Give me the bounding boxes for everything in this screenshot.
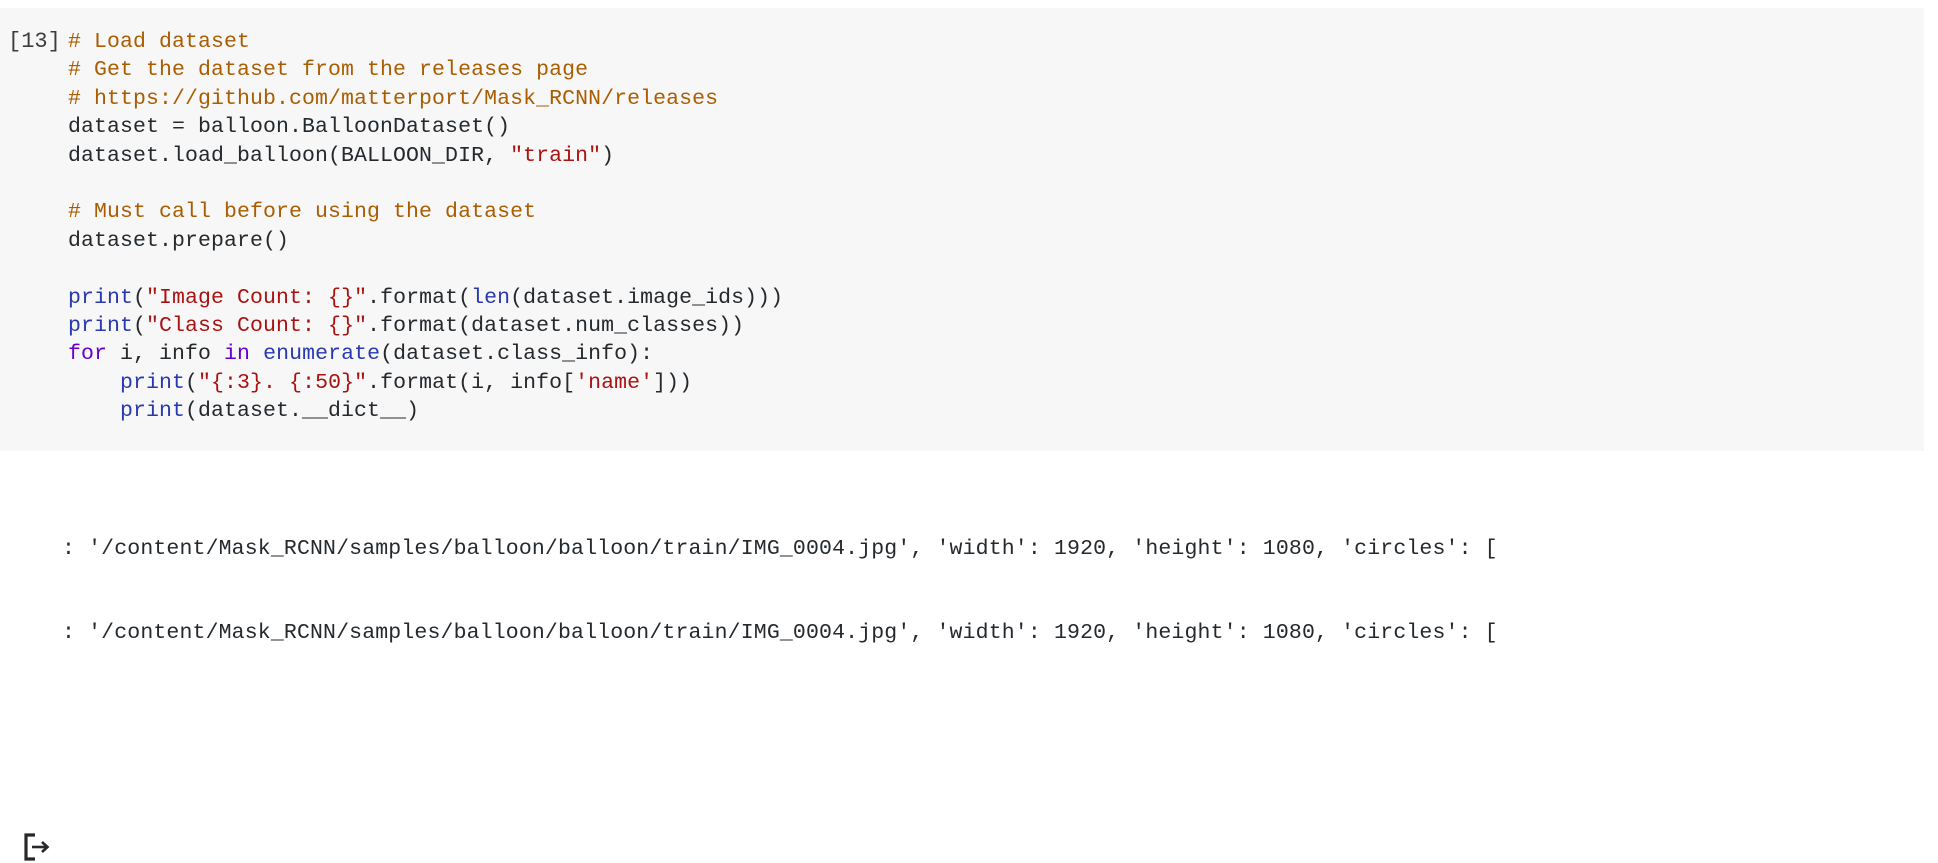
code-token-plain: (dataset.class_info): [380,342,654,367]
code-token-builtin: print [68,285,134,310]
code-token-keyword: for [68,342,108,367]
code-line: print("Image Count: {}".format(len(datas… [68,284,1914,312]
code-token-comment: # Get the dataset from the releases page [68,58,589,83]
output-arrow-icon [21,831,53,863]
code-line: for i, info in enumerate(dataset.class_i… [68,340,1914,368]
output-line-blank [0,647,1938,675]
code-token-plain: dataset.prepare() [68,228,290,253]
code-token-builtin: print [120,370,186,395]
code-token-plain: ( [133,285,147,310]
code-line: dataset.load_balloon(BALLOON_DIR, "train… [68,142,1914,170]
code-token-builtin: len [471,285,511,310]
code-line: dataset.prepare() [68,227,1914,255]
code-token-plain: (dataset.__dict__) [185,399,420,424]
output-line-blank [0,479,1938,507]
code-line: print(dataset.__dict__) [68,397,1914,425]
code-token-string: "Class Count: {}" [146,314,368,339]
code-token-plain: (dataset.image_ids))) [510,285,784,310]
code-token-plain: .format(i, info[ [367,370,576,395]
execution-count-label[interactable]: [13] [8,29,61,54]
code-token-comment: # Load dataset [68,30,251,54]
output-line-blank [0,563,1938,591]
code-line: # Load dataset [68,28,1914,56]
cell-output-area: : '/content/Mask_RCNN/samples/balloon/ba… [0,451,1938,861]
code-token-plain: ])) [653,370,693,395]
code-line: print("{:3}. {:50}".format(i, info['name… [68,369,1914,397]
code-token-builtin: enumerate [263,342,381,367]
code-token-comment: # Must call before using the dataset [68,200,537,225]
code-token-builtin: print [68,314,134,339]
code-token-plain: .format( [367,285,472,310]
output-line-blank [0,591,1938,619]
code-line: # https://github.com/matterport/Mask_RCN… [68,85,1914,113]
code-token-string: "Image Count: {}" [146,285,368,310]
code-token-plain: ) [601,143,615,168]
output-line: : '/content/Mask_RCNN/samples/balloon/ba… [62,621,1498,645]
code-token-string: "{:3}. {:50}" [198,370,368,395]
code-token-plain: dataset = balloon.BalloonDataset() [68,115,511,140]
output-stream-text: : '/content/Mask_RCNN/samples/balloon/ba… [0,451,1938,675]
code-token-builtin: print [120,399,186,424]
code-line: # Get the dataset from the releases page [68,56,1914,84]
code-line: # Must call before using the dataset [68,198,1914,226]
code-line [68,255,1914,283]
code-token-plain [250,342,263,366]
code-token-comment: # https://github.com/matterport/Mask_RCN… [68,86,719,111]
code-token-keyword: in [224,342,251,367]
code-line: dataset = balloon.BalloonDataset() [68,113,1914,141]
output-line: : '/content/Mask_RCNN/samples/balloon/ba… [62,537,1498,561]
code-token-string: "train" [510,143,602,168]
code-cell[interactable]: [13] # Load dataset # Get the dataset fro… [0,8,1924,451]
code-token-plain: .format(dataset.num_classes)) [367,314,745,339]
output-line-blank [0,507,1938,535]
code-token-plain: i, info [107,342,225,367]
code-token-plain: ( [185,370,199,395]
code-token-plain: dataset.load_balloon(BALLOON_DIR, [68,143,511,168]
code-token-string: 'name' [575,370,654,395]
code-token-plain: ( [133,314,147,339]
output-line-blank [0,451,1938,479]
code-editor[interactable]: # Load dataset # Get the dataset from the… [68,8,1924,426]
code-line [68,170,1914,198]
code-line: print("Class Count: {}".format(dataset.n… [68,312,1914,340]
